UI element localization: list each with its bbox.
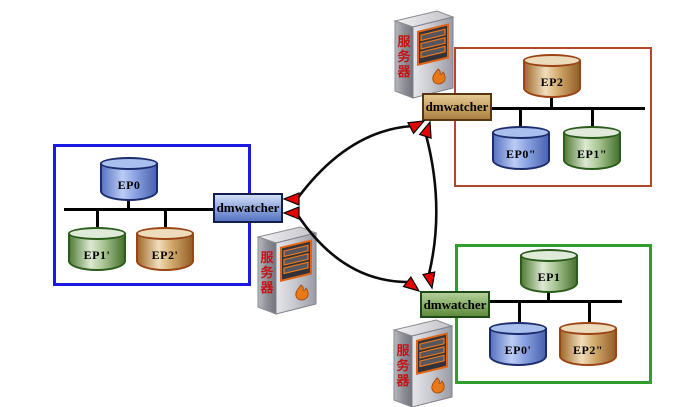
red-arrowhead-icon <box>282 206 300 220</box>
dmwatcher-label: dmwatcher <box>423 296 487 312</box>
db-label: EP2" <box>573 343 603 357</box>
cylinder-top <box>523 54 581 67</box>
db-connector <box>547 292 550 300</box>
db-connector <box>127 200 130 209</box>
server-icon <box>391 317 455 407</box>
dmwatcher-label: dmwatcher <box>425 99 489 114</box>
dmwatcher-label: dmwatcher <box>216 200 280 215</box>
red-arrowhead-icon <box>422 271 436 290</box>
db-label: EP1" <box>577 147 607 161</box>
db-cylinder-ep2: EP2 <box>523 54 581 98</box>
db-connector <box>550 97 553 107</box>
db-cylinder-ep1-prime: EP1' <box>68 227 126 271</box>
server-icon <box>392 8 456 100</box>
cylinder-top <box>136 227 194 240</box>
db-cylinder-ep2-dblprime: EP2" <box>559 322 617 366</box>
network-bus-left <box>64 208 214 211</box>
replication-arc-left-top <box>295 124 415 201</box>
db-cylinder-ep1-dblprime: EP1" <box>563 126 621 170</box>
db-label: EP0' <box>504 343 532 357</box>
db-cylinder-ep1: EP1 <box>520 249 578 293</box>
dmwatcher-box-left: dmwatcher <box>213 193 283 223</box>
db-cylinder-ep0: EP0 <box>100 157 158 201</box>
db-label: EP0 <box>117 178 141 192</box>
db-connector <box>588 303 591 322</box>
replication-arc-top-bottom <box>424 133 438 276</box>
dmwatcher-box-top: dmwatcher <box>422 93 492 121</box>
db-connector <box>518 303 521 322</box>
red-arrowhead-icon <box>282 192 300 206</box>
db-label: EP1' <box>83 248 111 262</box>
cylinder-top <box>563 126 621 139</box>
db-label: EP2 <box>540 75 564 89</box>
db-connector <box>519 110 522 127</box>
db-cylinder-ep2-prime: EP2' <box>136 227 194 271</box>
db-label: EP1 <box>537 270 561 284</box>
db-connector <box>591 110 594 127</box>
cylinder-top <box>68 227 126 240</box>
db-connector <box>164 211 167 228</box>
cylinder-top <box>489 322 547 335</box>
cylinder-top <box>492 126 550 139</box>
db-label: EP2' <box>151 248 179 262</box>
dmwatcher-box-bottom: dmwatcher <box>420 291 490 318</box>
server-icon <box>255 224 319 316</box>
db-cylinder-ep0-dblprime: EP0" <box>492 126 550 170</box>
network-bus-bottom <box>489 300 622 303</box>
cylinder-top <box>559 322 617 335</box>
cylinder-top <box>520 249 578 262</box>
cylinder-top <box>100 157 158 170</box>
db-connector <box>96 211 99 228</box>
db-label: EP0" <box>506 147 536 161</box>
db-cylinder-ep0-prime: EP0' <box>489 322 547 366</box>
network-bus-top <box>491 107 645 110</box>
red-arrowhead-icon <box>418 120 432 139</box>
